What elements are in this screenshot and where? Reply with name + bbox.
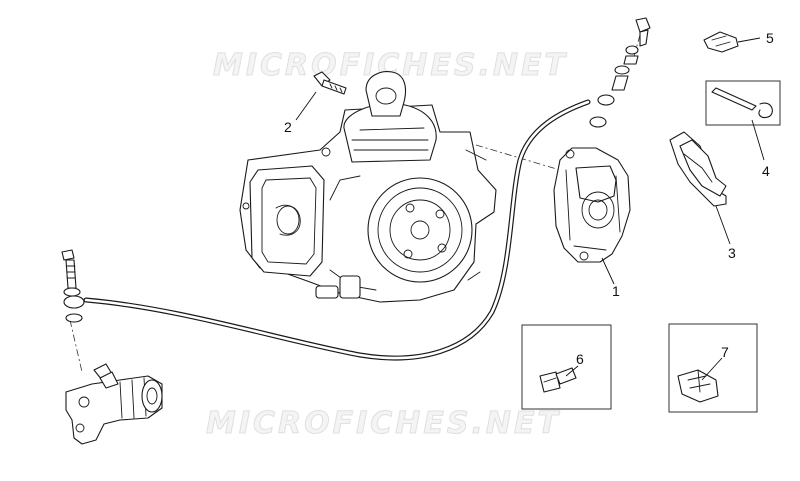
brake-pads-part bbox=[669, 131, 727, 207]
callout-3: 3 bbox=[728, 245, 736, 261]
engine-assembly bbox=[239, 71, 497, 303]
callout-7: 7 bbox=[721, 344, 729, 360]
callout-5: 5 bbox=[766, 30, 774, 46]
callout-2: 2 bbox=[284, 119, 292, 135]
watermark-bottom: MICROFICHES.NET bbox=[206, 406, 561, 441]
spring-clip-part bbox=[703, 31, 739, 53]
brake-caliper-part bbox=[553, 147, 631, 263]
callout-6: 6 bbox=[576, 351, 584, 367]
banjo-bolt-part bbox=[589, 17, 651, 128]
brake-hose bbox=[83, 99, 591, 361]
watermark-top: MICROFICHES.NET bbox=[213, 48, 568, 83]
lower-banjo-bolt-part bbox=[61, 249, 85, 323]
master-cylinder-part bbox=[65, 363, 163, 445]
callout-1: 1 bbox=[612, 283, 620, 299]
leader-lines bbox=[295, 37, 765, 381]
hose-clamp-part bbox=[521, 324, 612, 410]
pin-clip-part bbox=[705, 80, 781, 126]
screw-part bbox=[313, 71, 347, 95]
callout-4: 4 bbox=[762, 163, 770, 179]
